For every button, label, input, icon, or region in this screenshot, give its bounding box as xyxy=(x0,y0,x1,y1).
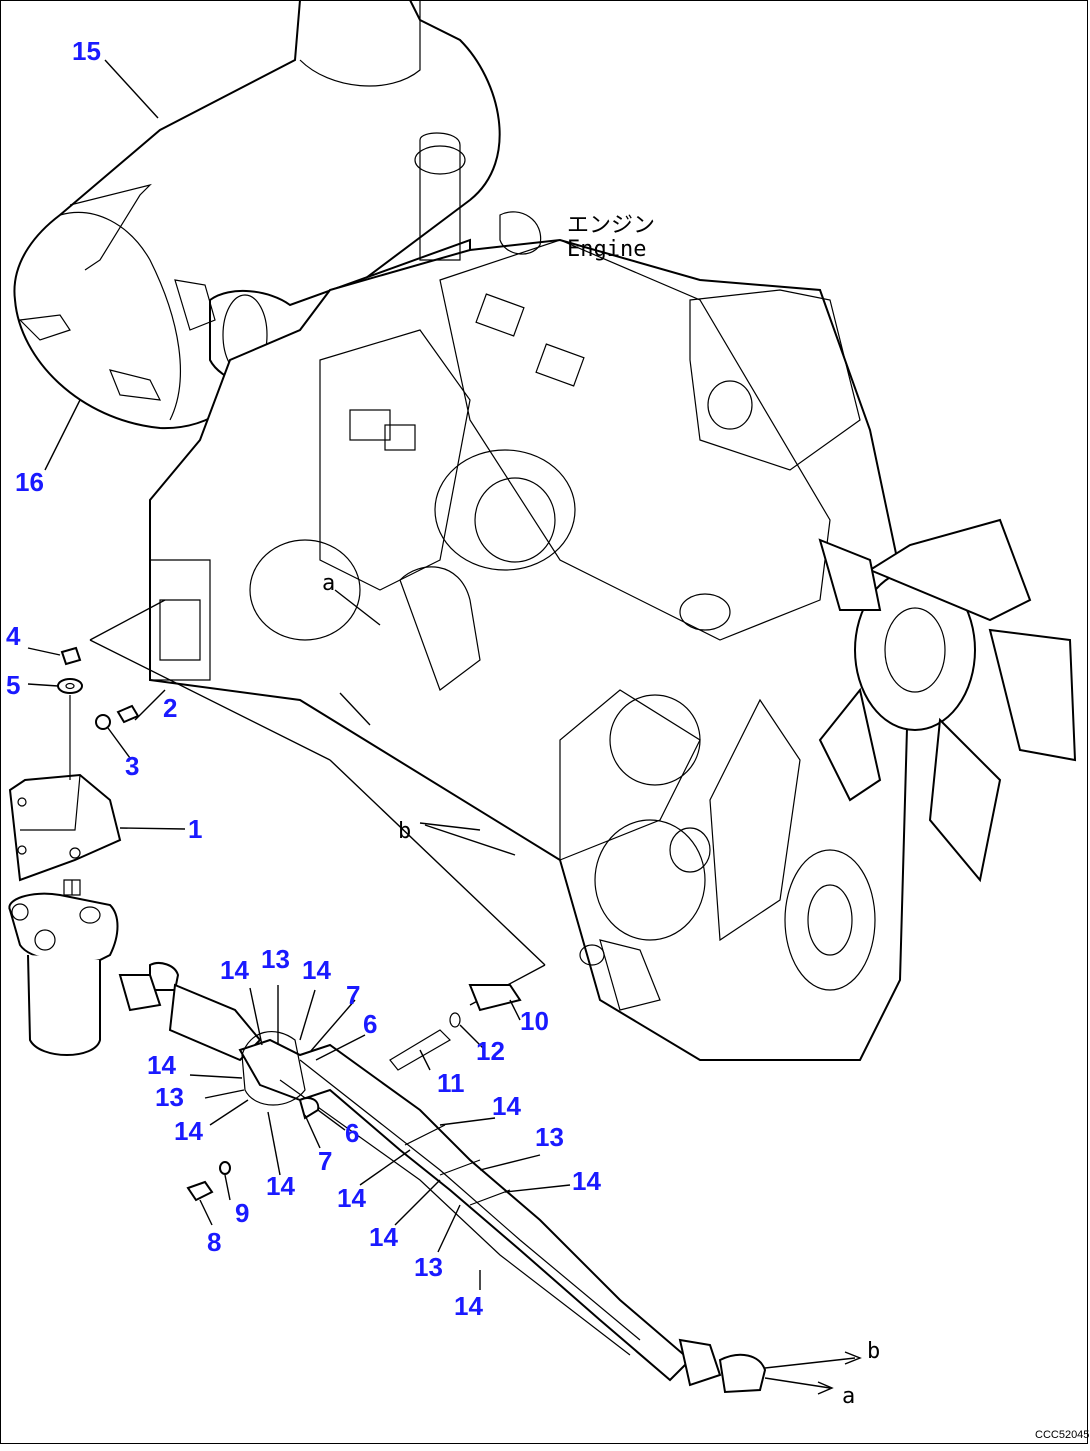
callout-13: 13 xyxy=(155,1082,184,1112)
ref-b: b xyxy=(867,1339,880,1364)
callout-14: 14 xyxy=(492,1091,521,1121)
callout-15: 15 xyxy=(72,36,101,66)
drawing-code: CCC52045 xyxy=(1035,1429,1089,1441)
callout-14: 14 xyxy=(337,1183,366,1213)
ref-b: b xyxy=(398,819,411,844)
callout-13: 13 xyxy=(261,944,290,974)
callout-4: 4 xyxy=(6,621,21,651)
hose-bracket xyxy=(389,984,522,1071)
air-cleaner xyxy=(13,0,501,430)
ref-a: a xyxy=(842,1384,855,1409)
callout-16: 16 xyxy=(15,467,44,497)
callout-14: 14 xyxy=(266,1171,295,1201)
callout-14: 14 xyxy=(302,955,331,985)
callout-7: 7 xyxy=(346,980,360,1010)
engine-label: エンジン Engine xyxy=(567,213,655,262)
callout-6: 6 xyxy=(345,1118,359,1148)
callout-12: 12 xyxy=(476,1036,505,1066)
clamp-bolt xyxy=(186,1161,231,1202)
callout-14: 14 xyxy=(174,1116,203,1146)
callout-8: 8 xyxy=(207,1227,221,1257)
callout-14: 14 xyxy=(454,1291,483,1321)
leader-lines xyxy=(27,59,571,1290)
line-filter xyxy=(8,879,119,1056)
callout-9: 9 xyxy=(235,1198,249,1228)
callout-11: 11 xyxy=(437,1068,465,1098)
callout-2: 2 xyxy=(163,693,177,723)
reference-letters: a b b a xyxy=(322,571,880,1409)
callout-14: 14 xyxy=(147,1050,176,1080)
callout-7: 7 xyxy=(318,1146,332,1176)
engine-label-jp: エンジン xyxy=(567,213,655,238)
callout-3: 3 xyxy=(125,751,139,781)
callout-labels: 15 16 4 5 2 3 1 14 13 14 7 6 10 12 11 14… xyxy=(6,36,601,1321)
cooling-fan xyxy=(784,518,1077,991)
connection-arrows xyxy=(764,1351,862,1395)
callout-14: 14 xyxy=(220,955,249,985)
bolt-and-washer xyxy=(57,646,83,694)
engine-label-en: Engine xyxy=(567,237,646,262)
hydraulic-hoses xyxy=(118,962,767,1394)
bolt-and-nut xyxy=(95,704,140,730)
callout-5: 5 xyxy=(6,670,20,700)
callout-14: 14 xyxy=(572,1166,601,1196)
callout-10: 10 xyxy=(520,1006,549,1036)
callout-1: 1 xyxy=(188,814,202,844)
base-frame-line xyxy=(89,599,546,1006)
engine-block xyxy=(149,132,912,1061)
callout-14: 14 xyxy=(369,1222,398,1252)
ref-a: a xyxy=(322,571,335,596)
bracket xyxy=(8,695,122,882)
callout-6: 6 xyxy=(363,1009,377,1039)
callout-13: 13 xyxy=(414,1252,443,1282)
callout-13: 13 xyxy=(535,1122,564,1152)
